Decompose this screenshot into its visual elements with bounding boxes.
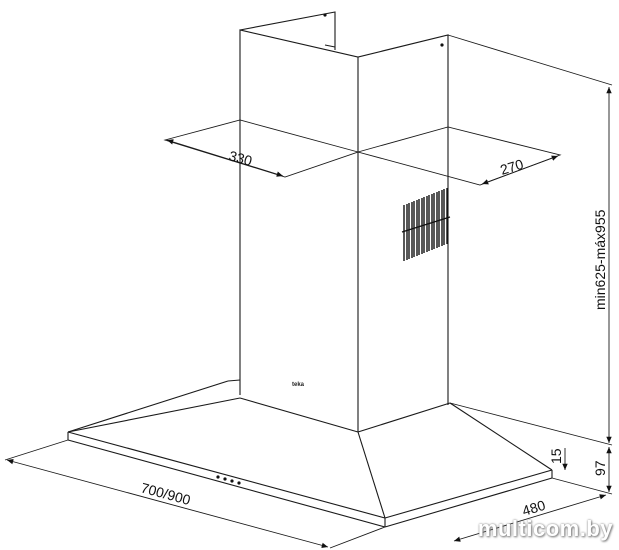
control-buttons [216, 475, 241, 485]
section-plane [163, 119, 562, 186]
canopy [67, 379, 553, 528]
vent-grille [401, 188, 451, 261]
dim-height-label: min625-máx955 [592, 209, 608, 310]
dimension-lines [4, 34, 613, 549]
dim-canopy-height-label: 97 [592, 460, 608, 476]
vent-slat [408, 202, 413, 259]
vent-slat [413, 200, 418, 257]
dim-depth-label: 480 [520, 497, 547, 519]
dim-chimney-depth-label: 270 [498, 156, 525, 178]
vent-divider [401, 216, 451, 233]
watermark: multicom.by [477, 516, 613, 541]
vent-slat [443, 188, 448, 245]
dim-width-label: 700/900 [139, 479, 192, 508]
dim-lip-height-label: 15 [548, 448, 564, 464]
vent-slat [403, 204, 408, 261]
dim-chimney-width-label: 330 [227, 147, 254, 169]
teka-logo: teka [292, 382, 305, 388]
vent-slat [433, 192, 438, 249]
vent-slat [438, 190, 443, 247]
